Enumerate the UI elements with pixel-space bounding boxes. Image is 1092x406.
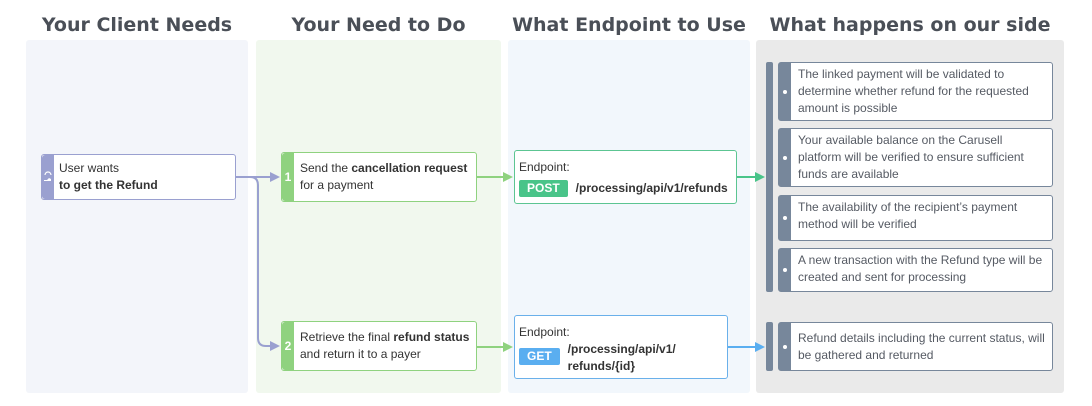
column-title-need-to-do: Your Need to Do — [291, 14, 466, 36]
result-text-3: The availability of the recipient’s paym… — [798, 200, 1018, 231]
step-send-cancellation: 1 Send the cancellation request for a pa… — [281, 152, 477, 202]
user-card-line2: to get the Refund — [59, 178, 158, 192]
column-title-our-side: What happens on our side — [769, 14, 1051, 36]
result-item: The availability of the recipient’s paym… — [778, 195, 1053, 241]
endpoint1-label: Endpoint: — [519, 160, 570, 174]
step2-text-post: and return it to a payer — [300, 347, 421, 361]
result-group-bracket-2 — [766, 322, 773, 371]
result-item: Refund details including the current sta… — [778, 322, 1053, 371]
bullet-icon — [783, 155, 787, 160]
user-card-line1: User wants — [59, 161, 120, 175]
step1-text-bold: cancellation request — [351, 161, 468, 175]
column-title-client-needs: Your Client Needs — [41, 14, 233, 36]
bullet-icon — [783, 268, 787, 272]
result-text-2: Your available balance on the Carusell p… — [798, 133, 1024, 181]
result-text-1: The linked payment will be validated to … — [798, 67, 1029, 115]
bullet-icon — [783, 344, 787, 349]
method-badge-get: GET — [519, 348, 560, 365]
column-client-needs — [26, 40, 248, 393]
step-number-2: 2 — [282, 322, 294, 370]
result-item: The linked payment will be validated to … — [778, 62, 1053, 121]
bullet-icon — [783, 216, 787, 220]
endpoint-get-refund: Endpoint: GET /processing/api/v1/ refund… — [514, 315, 728, 379]
step-retrieve-status: 2 Retrieve the final refund status and r… — [281, 321, 477, 371]
result-item: A new transaction with the Refund type w… — [778, 248, 1053, 292]
result-text-5: Refund details including the current sta… — [798, 331, 1045, 362]
endpoint2-path-line2: refunds/{id} — [567, 359, 636, 373]
result-group-bracket-1 — [766, 62, 773, 292]
step2-text-pre: Retrieve the final — [300, 330, 394, 344]
refresh-hand-icon — [42, 155, 54, 199]
endpoint1-path: /processing/api/v1/refunds — [575, 181, 728, 195]
endpoint2-path-line1: /processing/api/v1/ — [567, 342, 676, 356]
step-number-1: 1 — [282, 153, 294, 201]
endpoint-post-refunds: Endpoint: POST /processing/api/v1/refund… — [514, 150, 737, 204]
endpoint2-label: Endpoint: — [519, 325, 570, 339]
result-item: Your available balance on the Carusell p… — [778, 128, 1053, 187]
user-card: User wants to get the Refund — [41, 154, 236, 200]
result-text-4: A new transaction with the Refund type w… — [798, 253, 1043, 284]
column-title-endpoint: What Endpoint to Use — [512, 14, 746, 36]
arrow-user-to-step2 — [236, 176, 280, 351]
step1-text-post: for a payment — [300, 178, 374, 192]
bullet-icon — [783, 89, 787, 94]
step2-text-bold: refund status — [393, 330, 470, 344]
step1-text-pre: Send the — [300, 161, 352, 175]
method-badge-post: POST — [519, 180, 568, 197]
